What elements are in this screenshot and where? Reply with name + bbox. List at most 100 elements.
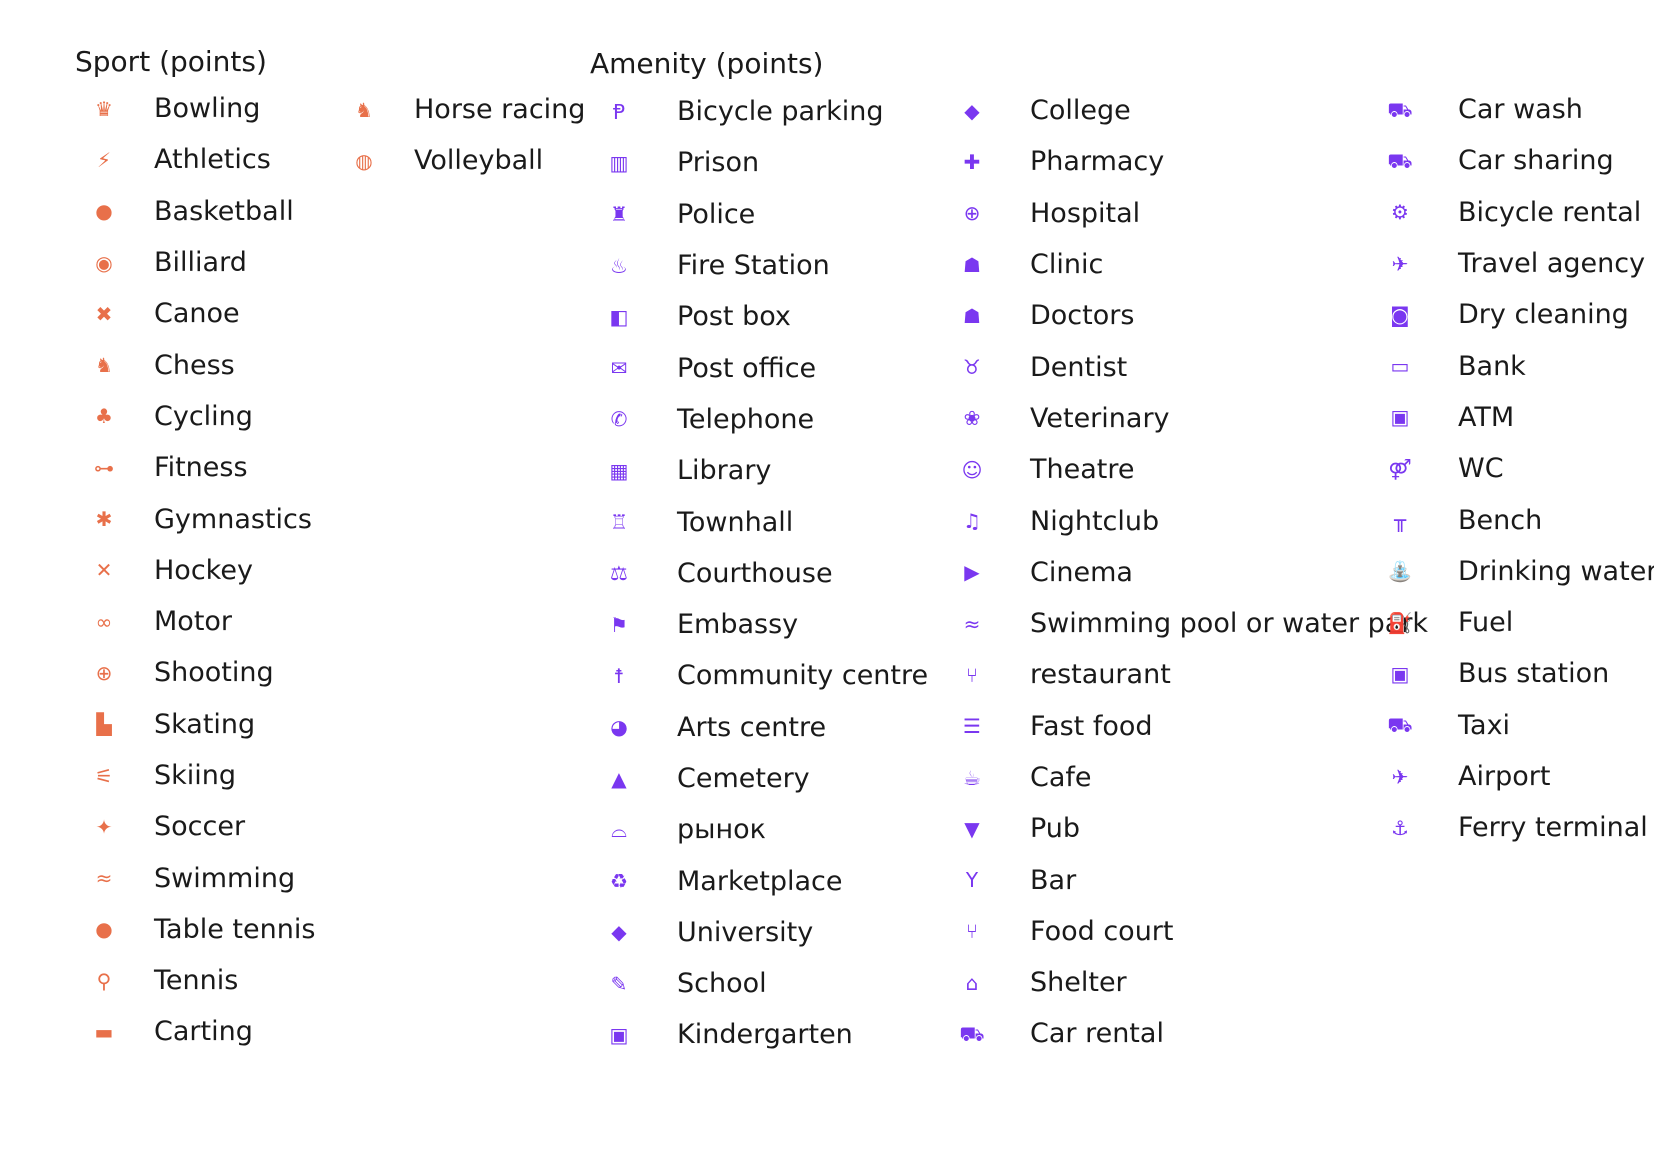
legend-item-label: Carting — [154, 1016, 253, 1048]
legend-item: ❀Veterinary — [958, 393, 1428, 444]
legend-item: ⊶ Fitness — [90, 442, 315, 493]
dry-cleaning-icon: ◙ — [1390, 302, 1410, 327]
cemetery-icon: ▲ — [611, 766, 627, 791]
bus-station-icon: ▣ — [1390, 661, 1410, 686]
skating-icon: ▙ — [96, 712, 112, 737]
legend-item: ♻Marketplace — [605, 855, 928, 906]
hockey-icon: ✕ — [95, 558, 113, 583]
police-icon: ♜ — [610, 202, 628, 227]
legend-item: ⑂restaurant — [958, 649, 1428, 700]
legend-item: ⑂Food court — [958, 906, 1428, 957]
legend-item: ✎School — [605, 958, 928, 1009]
legend-item-label: Skating — [154, 708, 256, 740]
legend-item: ≈Swimming — [90, 852, 315, 903]
swimming-pool-icon: ≈ — [963, 611, 981, 636]
embassy-icon: ⚑ — [610, 612, 628, 637]
theatre-icon: ☺ — [961, 457, 983, 482]
basketball-icon: ● — [95, 199, 113, 224]
marketplace-icon: ♻ — [610, 869, 628, 894]
courthouse-icon: ⚖ — [610, 561, 628, 586]
fitness-icon: ⊶ — [94, 455, 114, 480]
legend-item: ▣Kindergarten — [605, 1009, 928, 1060]
legend-item-label: Telephone — [677, 403, 815, 435]
gymnastics-icon: ✱ — [95, 507, 113, 532]
legend-item-label: Bar — [1030, 864, 1077, 896]
legend-item-label: Cafe — [1030, 762, 1092, 793]
market-icon: ⌓ — [611, 817, 627, 842]
athletics-icon: ⚡ — [96, 147, 112, 172]
shooting-icon: ⊕ — [95, 660, 113, 685]
library-icon: ▦ — [609, 458, 629, 483]
travel-agency-icon: ✈ — [1391, 251, 1409, 276]
ferry-terminal-icon: ⚓ — [1391, 815, 1409, 840]
legend-item-label: Bank — [1458, 350, 1526, 382]
legend-item-label: Doctors — [1030, 300, 1135, 332]
car-sharing-icon: ⛟ — [1387, 148, 1413, 173]
nightclub-icon: ♫ — [963, 509, 981, 534]
soccer-icon: ✦ — [95, 814, 113, 839]
legend-item: ✈Airport — [1386, 751, 1654, 802]
shelter-icon: ⌂ — [965, 970, 979, 995]
legend-item: ✈ Travel agency — [1386, 238, 1654, 289]
legend-item-label: College — [1030, 95, 1131, 127]
legend-item: Y Bar — [958, 854, 1428, 905]
legend-item-label: Cycling — [154, 400, 253, 432]
legend-item-label: Athletics — [154, 144, 271, 176]
legend-item-label: Soccer — [154, 811, 246, 843]
legend-item-label: Fitness — [154, 452, 248, 484]
prison-icon: ▥ — [609, 150, 629, 175]
cinema-icon: ▶ — [964, 560, 980, 585]
legend-item-label: Billiard — [154, 247, 247, 279]
legend-item-label: Shooting — [154, 657, 274, 689]
school-icon: ✎ — [610, 971, 628, 996]
legend-item: ☨Community centre — [605, 650, 929, 701]
legend-item: ◆College — [958, 85, 1428, 136]
bowling-icon: ♛ — [95, 96, 113, 121]
legend-item-label: Ferry terminal — [1458, 812, 1648, 844]
fire-station-icon: ♨ — [610, 253, 628, 278]
pharmacy-icon: ✚ — [963, 149, 981, 174]
legend-item-label: Pharmacy — [1030, 146, 1165, 178]
legend-item: ♨Fire Station — [605, 240, 928, 291]
legend-item-label: Hospital — [1030, 197, 1141, 229]
wc-icon: ⚤ — [1388, 456, 1412, 481]
food-court-icon: ⑂ — [966, 919, 978, 944]
legend-item: ⚓ Ferry terminal — [1386, 802, 1654, 853]
swimming-icon: ≈ — [95, 866, 113, 891]
chess-icon: ♞ — [95, 353, 113, 378]
legend-item-label: Travel agency — [1458, 248, 1646, 280]
car-wash-icon: ⛟ — [1387, 97, 1413, 122]
amenity-heading: Amenity (points) — [590, 47, 824, 80]
legend-item: ⊕Hospital — [958, 188, 1428, 239]
carting-icon: ▬ — [94, 1019, 114, 1044]
fuel-icon: ⛽ — [1387, 610, 1413, 635]
legend-item: ▦ Library — [605, 445, 928, 496]
legend-item-label: Tennis — [154, 965, 239, 997]
legend-item: ♉Dentist — [958, 341, 1428, 392]
doctors-icon: ☗ — [963, 303, 981, 328]
legend-item: ▙ Skating — [90, 699, 315, 750]
legend-item: ♖Townhall — [605, 496, 928, 547]
skiing-icon: ⚟ — [95, 763, 113, 788]
restaurant-icon: ⑂ — [966, 662, 978, 687]
legend-item-label: рынок — [677, 814, 766, 846]
billiard-icon: ◉ — [95, 250, 113, 275]
legend-item-label: Bus station — [1458, 658, 1610, 690]
table-tennis-icon: ● — [95, 917, 113, 942]
legend-item-label: Library — [677, 455, 772, 487]
legend-item: ♛Bowling — [90, 83, 315, 134]
dentist-icon: ♉ — [963, 355, 981, 380]
pub-icon: ▼ — [964, 816, 980, 841]
bar-icon: Y — [965, 868, 979, 893]
legend-item-label: Hockey — [154, 554, 253, 586]
legend-item: ♫ Nightclub — [958, 495, 1428, 546]
legend-item-label: Police — [677, 198, 756, 230]
kindergarten-icon: ▣ — [609, 1022, 629, 1047]
legend-item: ✦ Soccer — [90, 801, 315, 852]
legend-item-label: Nightclub — [1030, 505, 1160, 537]
horse-racing-icon: ♞ — [355, 97, 373, 122]
legend-item: ⚤WC — [1386, 443, 1654, 494]
legend-item-label: University — [677, 916, 814, 948]
legend-item: ⛟Car wash — [1386, 84, 1654, 135]
